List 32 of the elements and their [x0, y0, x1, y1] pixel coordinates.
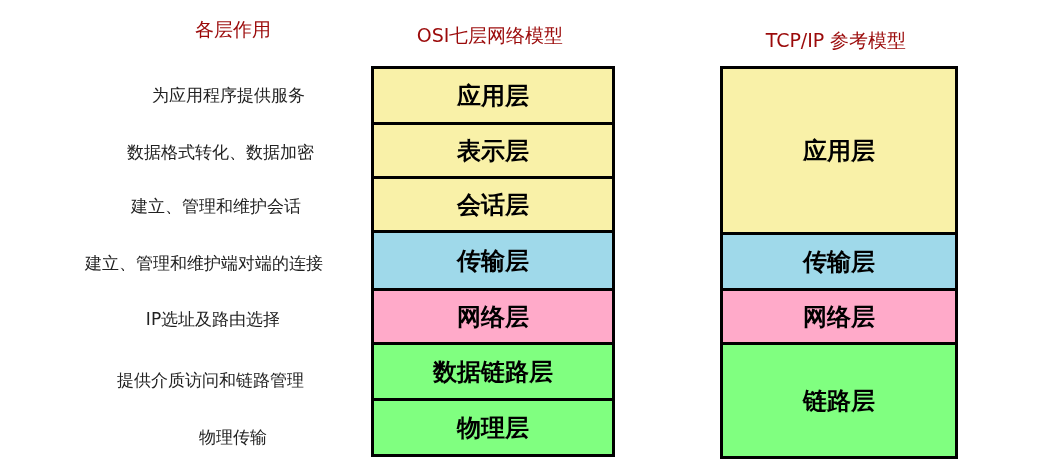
layer-description: 提供介质访问和链路管理	[116, 368, 304, 392]
layer-box	[720, 232, 958, 291]
layer-box	[371, 66, 615, 125]
layer-description: 建立、管理和维护端对端的连接	[85, 251, 323, 275]
layer-name: 网络层	[803, 301, 875, 333]
column-heading: TCP/IP 参考模型	[765, 28, 907, 53]
layer-name: 传输层	[457, 245, 529, 277]
layer-description: 为应用程序提供服务	[151, 83, 305, 107]
layer-description: 建立、管理和维护会话	[131, 194, 301, 218]
layer-box	[371, 342, 615, 401]
layer-name: 表示层	[457, 135, 529, 167]
layer-box	[371, 398, 615, 457]
layer-name: 传输层	[803, 246, 875, 278]
layer-name: 数据链路层	[433, 356, 553, 388]
layer-name: 会话层	[457, 189, 529, 221]
column-heading: 各层作用	[195, 17, 271, 42]
layer-name: 物理层	[457, 412, 529, 444]
layer-box	[371, 176, 615, 233]
layer-box	[720, 66, 958, 235]
layer-box	[371, 122, 615, 179]
layer-name: 链路层	[803, 385, 875, 417]
layer-box	[371, 288, 615, 345]
layer-box	[720, 342, 958, 459]
column-heading: OSI七层网络模型	[416, 23, 564, 48]
layer-name: 应用层	[803, 135, 875, 167]
layer-description: 数据格式转化、数据加密	[126, 140, 314, 164]
layer-description: IP选址及路由选择	[145, 307, 281, 331]
layer-box	[371, 230, 615, 291]
layer-box	[720, 288, 958, 345]
layer-name: 应用层	[457, 80, 529, 112]
layer-description: 物理传输	[199, 425, 267, 449]
layer-name: 网络层	[457, 301, 529, 333]
